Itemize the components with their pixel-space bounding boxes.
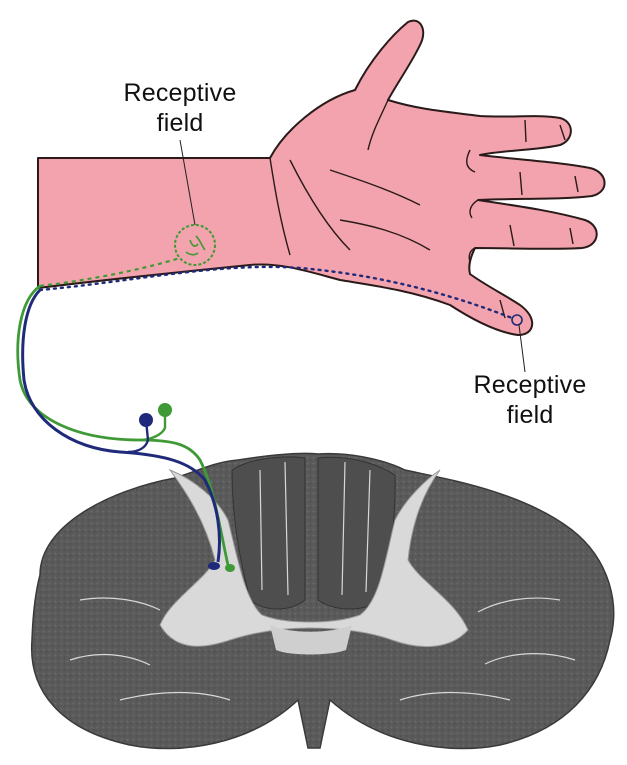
blue-neuron-axon	[21, 288, 221, 563]
label-wrist-line1: Receptive	[123, 79, 237, 107]
green-neuron-stem	[139, 410, 167, 442]
green-neuron-cell-body	[158, 403, 172, 417]
hand-and-forearm	[37, 19, 606, 373]
blue-neuron-stem	[127, 419, 150, 454]
grey-matter	[159, 468, 469, 648]
receptive-field-wrist-endings	[185, 235, 206, 256]
leader-line-wrist	[179, 139, 196, 226]
blue-neuron-cell-body	[139, 413, 153, 427]
tissue-streaks	[69, 461, 576, 701]
receptive-field-label-finger: Receptive field	[460, 370, 600, 430]
blue-neuron-terminal	[208, 562, 220, 570]
blue-axon-dotted	[38, 265, 514, 320]
label-finger-line1: Receptive	[473, 371, 587, 399]
receptive-field-finger-circle	[511, 314, 523, 326]
central-region	[270, 625, 352, 655]
green-neuron-terminal	[225, 564, 235, 572]
dorsal-column-left	[231, 456, 306, 610]
green-axon-dotted	[39, 256, 181, 288]
receptive-field-label-wrist: Receptive field	[110, 78, 250, 138]
label-finger-line2: field	[506, 401, 554, 429]
spinal-cord-section	[30, 452, 615, 750]
hand-outline	[37, 19, 606, 336]
hand-crease-lines	[269, 99, 579, 319]
sensory-neurons	[16, 284, 235, 572]
label-wrist-line2: field	[156, 109, 204, 137]
receptive-field-wrist-circle	[174, 224, 216, 266]
green-neuron-axon	[16, 284, 230, 566]
leader-line-finger	[518, 324, 526, 373]
